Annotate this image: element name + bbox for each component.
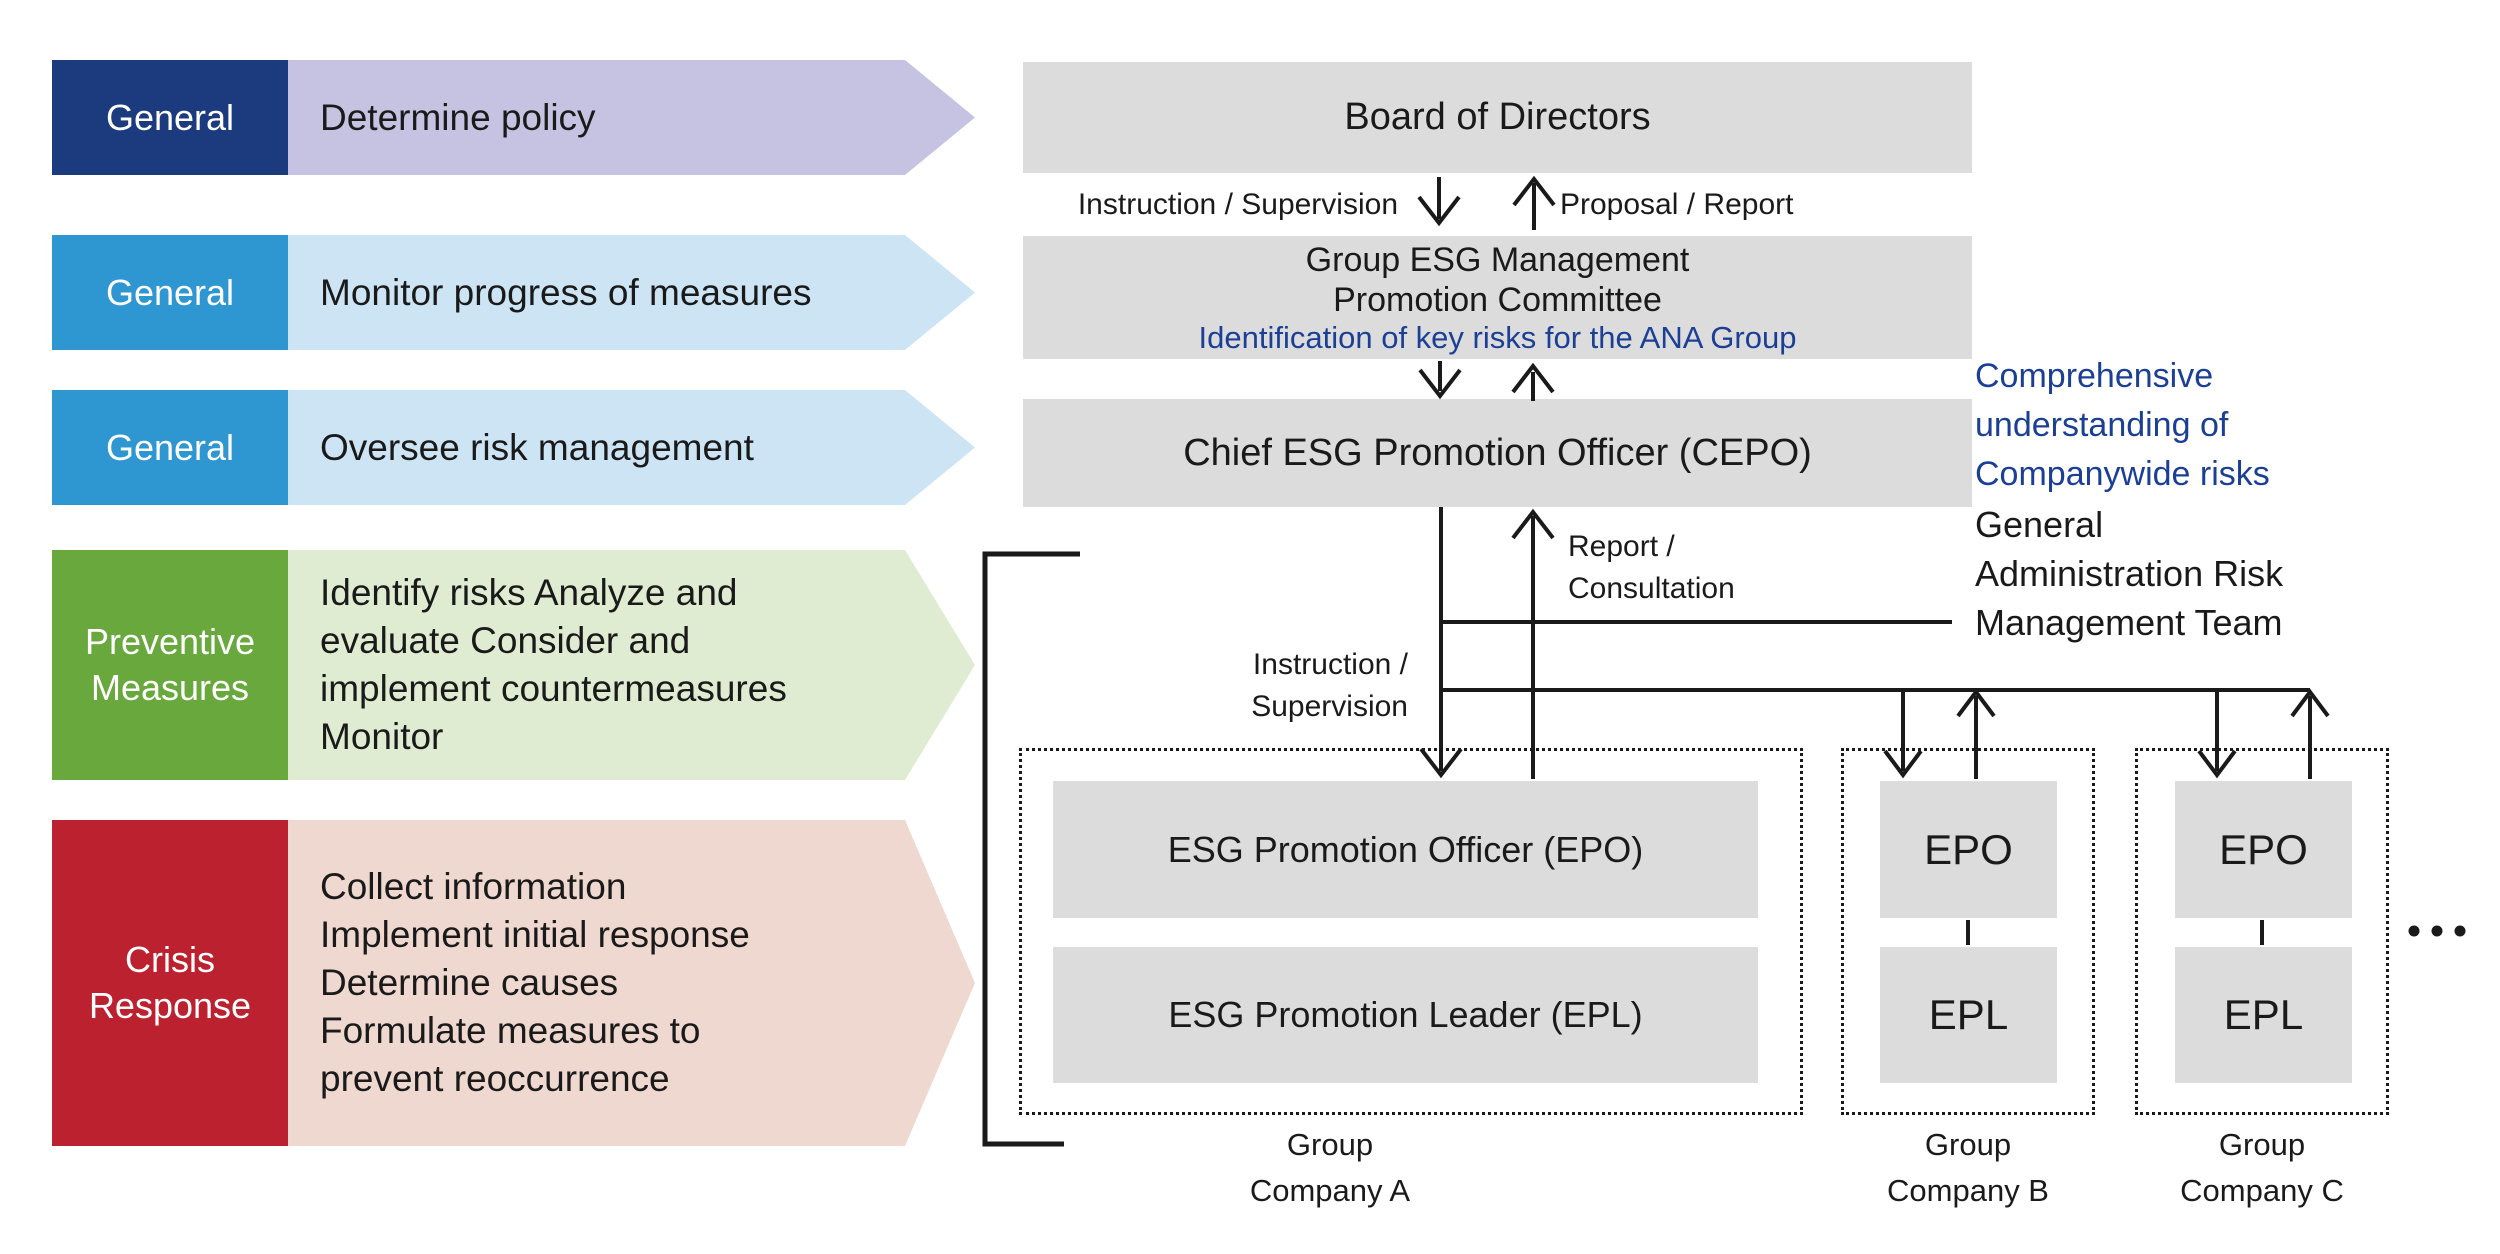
report-consultation-label: Report / Consultation — [1568, 530, 1735, 605]
general-administration-risk-team-label: General Administration Risk Management T… — [1975, 504, 2284, 643]
banner-body-text-span: Collect information Implement initial re… — [320, 866, 750, 1099]
group-company-a-label: Group Company A — [1249, 1127, 1411, 1208]
banner-body-text-span: Determine policy — [320, 96, 596, 138]
banner-label-text: General — [105, 96, 235, 138]
epo-box-company-c: EPO — [2175, 781, 2352, 918]
epl-box-company-a: ESG Promotion Leader (EPL) — [1053, 947, 1758, 1083]
esg-committee-box: Group ESG Management Promotion Committee… — [1023, 236, 1972, 359]
epl-box-company-b: EPL — [1880, 947, 2057, 1083]
committee-key-risks-note: Identification of key risks for the ANA … — [1198, 319, 1797, 355]
banner-oversee-risk: General Oversee risk management — [52, 390, 975, 505]
group-company-b-frame — [1841, 748, 2095, 1115]
banner-crisis-response: Crisis Response Collect information Impl… — [52, 820, 975, 1146]
board-of-directors-label: Board of Directors — [1344, 96, 1651, 138]
instruction-supervision-label-top: Instruction / Supervision — [1077, 188, 1398, 221]
proposal-report-label: Proposal / Report — [1560, 188, 1794, 221]
arrow-epo-a-to-cepo — [1511, 508, 1555, 779]
board-of-directors-box: Board of Directors — [1023, 62, 1972, 173]
banner-label-text: General — [105, 271, 235, 313]
banner-body-text: Identify risks Analyze and evaluate Cons… — [320, 550, 885, 780]
arrow-board-to-committee — [1417, 177, 1461, 227]
comprehensive-understanding-note: Comprehensive understanding of Companywi… — [1975, 357, 2270, 493]
banner-determine-policy: General Determine policy — [52, 60, 975, 175]
banner-label-crisis-response: Crisis Response — [52, 820, 288, 1146]
banner-label-preventive-measures: Preventive Measures — [52, 550, 288, 780]
epl-label-company-a: ESG Promotion Leader (EPL) — [1168, 994, 1643, 1035]
arrow-cepo-to-committee — [1511, 362, 1555, 401]
epo-label-company-b: EPO — [1924, 825, 2013, 873]
epl-label-company-c: EPL — [2223, 991, 2304, 1038]
banner-label-general-2: General — [52, 235, 288, 350]
epo-label-company-a: ESG Promotion Officer (EPO) — [1167, 828, 1644, 870]
cepo-label: Chief ESG Promotion Officer (CEPO) — [1183, 431, 1812, 474]
instruction-supervision-label-bottom: Instruction / Supervision — [1251, 648, 1408, 723]
banner-label-text: Crisis Response — [88, 939, 252, 1026]
cepo-box: Chief ESG Promotion Officer (CEPO) — [1023, 399, 1972, 507]
group-company-c-frame — [2135, 748, 2389, 1115]
epo-label-company-c: EPO — [2219, 825, 2308, 873]
arrow-committee-to-board — [1512, 175, 1556, 230]
committee-title-line2: Promotion Committee — [1333, 280, 1662, 319]
banner-body-text-span: Oversee risk management — [320, 426, 754, 468]
arrow-cepo-to-epo-a — [1419, 507, 1463, 779]
banner-body-text: Collect information Implement initial re… — [320, 820, 885, 1146]
banner-label-general-3: General — [52, 390, 288, 505]
group-company-c-label: Group Company C — [2180, 1127, 2344, 1208]
banner-body-text: Determine policy — [320, 60, 885, 175]
epl-label-company-b: EPL — [1928, 991, 2009, 1038]
banner-body-text-span: Monitor progress of measures — [320, 271, 812, 313]
banner-body-text: Monitor progress of measures — [320, 235, 885, 350]
banner-label-text: Preventive Measures — [84, 621, 256, 708]
banner-preventive-measures: Preventive Measures Identify risks Analy… — [52, 550, 975, 780]
banner-body-text-span: Identify risks Analyze and evaluate Cons… — [320, 572, 787, 757]
committee-title-line1: Group ESG Management — [1305, 240, 1690, 279]
epo-box-company-a: ESG Promotion Officer (EPO) — [1053, 781, 1758, 918]
banner-body-text: Oversee risk management — [320, 390, 885, 505]
banner-label-general-1: General — [52, 60, 288, 175]
arrow-committee-to-cepo — [1418, 361, 1462, 400]
epl-box-company-c: EPL — [2175, 947, 2352, 1083]
group-company-b-label: Group Company B — [1887, 1127, 2049, 1208]
epo-box-company-b: EPO — [1880, 781, 2057, 918]
more-companies-ellipsis — [2408, 925, 2466, 937]
banner-label-text: General — [105, 426, 235, 468]
banner-monitor-progress: General Monitor progress of measures — [52, 235, 975, 350]
